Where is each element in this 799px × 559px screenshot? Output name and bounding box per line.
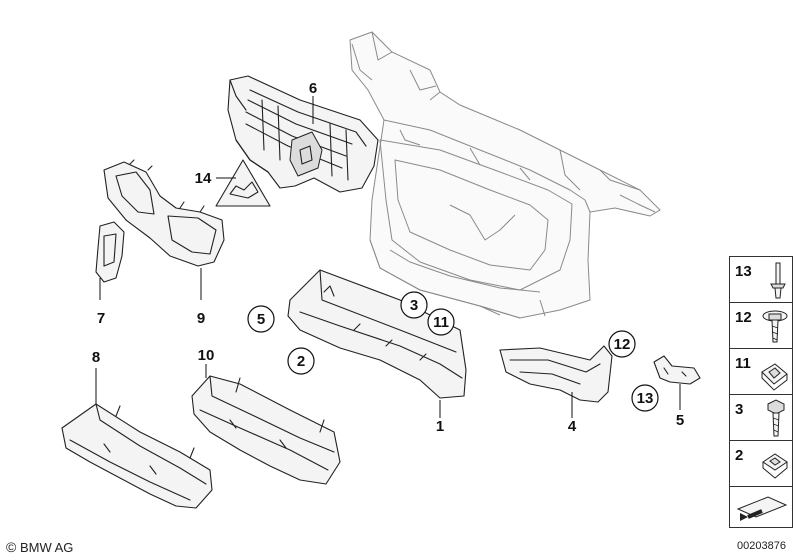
copyright-symbol: ©: [6, 539, 17, 555]
callout-14: 14: [195, 170, 212, 187]
fastener-legend: 13 12 11 3 2: [729, 256, 793, 528]
legend-row-12: 12: [729, 302, 793, 350]
copyright-notice: © BMW AG: [6, 539, 73, 555]
copyright-text: BMW AG: [19, 540, 74, 555]
part-7-bracket: [95, 221, 125, 283]
callout-7: 7: [97, 310, 105, 327]
callout-6: 6: [309, 80, 317, 97]
callout-5-right: 5: [676, 412, 684, 429]
callout-5-left: 5: [257, 311, 265, 328]
legend-row-arrow: [729, 486, 793, 528]
part-9-kidney-grille-frame: [103, 159, 225, 267]
legend-row-3: 3: [729, 394, 793, 442]
callout-2: 2: [297, 353, 305, 370]
callout-9: 9: [197, 310, 205, 327]
part-1-air-duct: [287, 269, 467, 399]
callout-11: 11: [433, 314, 449, 331]
leader-lines: [95, 96, 681, 418]
callout-4: 4: [568, 418, 577, 435]
clip-nut-icon: [761, 363, 788, 391]
callout-10: 10: [198, 347, 215, 364]
drawing-number: 00203876: [737, 540, 786, 552]
legend-number: 11: [735, 355, 751, 372]
part-10-lower-deflector: [191, 375, 341, 485]
part-5-small-bracket: [653, 355, 701, 385]
callout-labels: 6 14 7 9 5 3 11 2 12 13 8 10 1 4 5: [92, 80, 684, 435]
part-4-side-duct: [499, 345, 613, 403]
part-8-lower-deflector: [61, 403, 213, 509]
front-end-carrier: [349, 31, 661, 319]
callout-13: 13: [637, 390, 654, 407]
legend-number: 3: [735, 401, 744, 418]
screw-icon: [767, 399, 785, 437]
part-14-warning-label: [215, 159, 271, 207]
callout-8: 8: [92, 349, 100, 366]
callout-12: 12: [614, 336, 631, 353]
legend-row-13: 13: [729, 256, 793, 304]
legend-row-11: 11: [729, 348, 793, 396]
callout-3: 3: [410, 297, 418, 314]
direction-arrow-icon: [736, 496, 788, 521]
spring-nut-icon: [762, 453, 788, 479]
legend-number: 2: [735, 447, 744, 464]
callout-circles: [247, 291, 659, 412]
part-6-upper-duct: [227, 75, 379, 193]
legend-number: 13: [735, 263, 752, 280]
legend-number: 12: [735, 309, 752, 326]
push-rivet-icon: [770, 262, 786, 299]
legend-row-2: 2: [729, 440, 793, 488]
callout-1: 1: [436, 418, 444, 435]
screw-with-washer-icon: [762, 310, 788, 343]
